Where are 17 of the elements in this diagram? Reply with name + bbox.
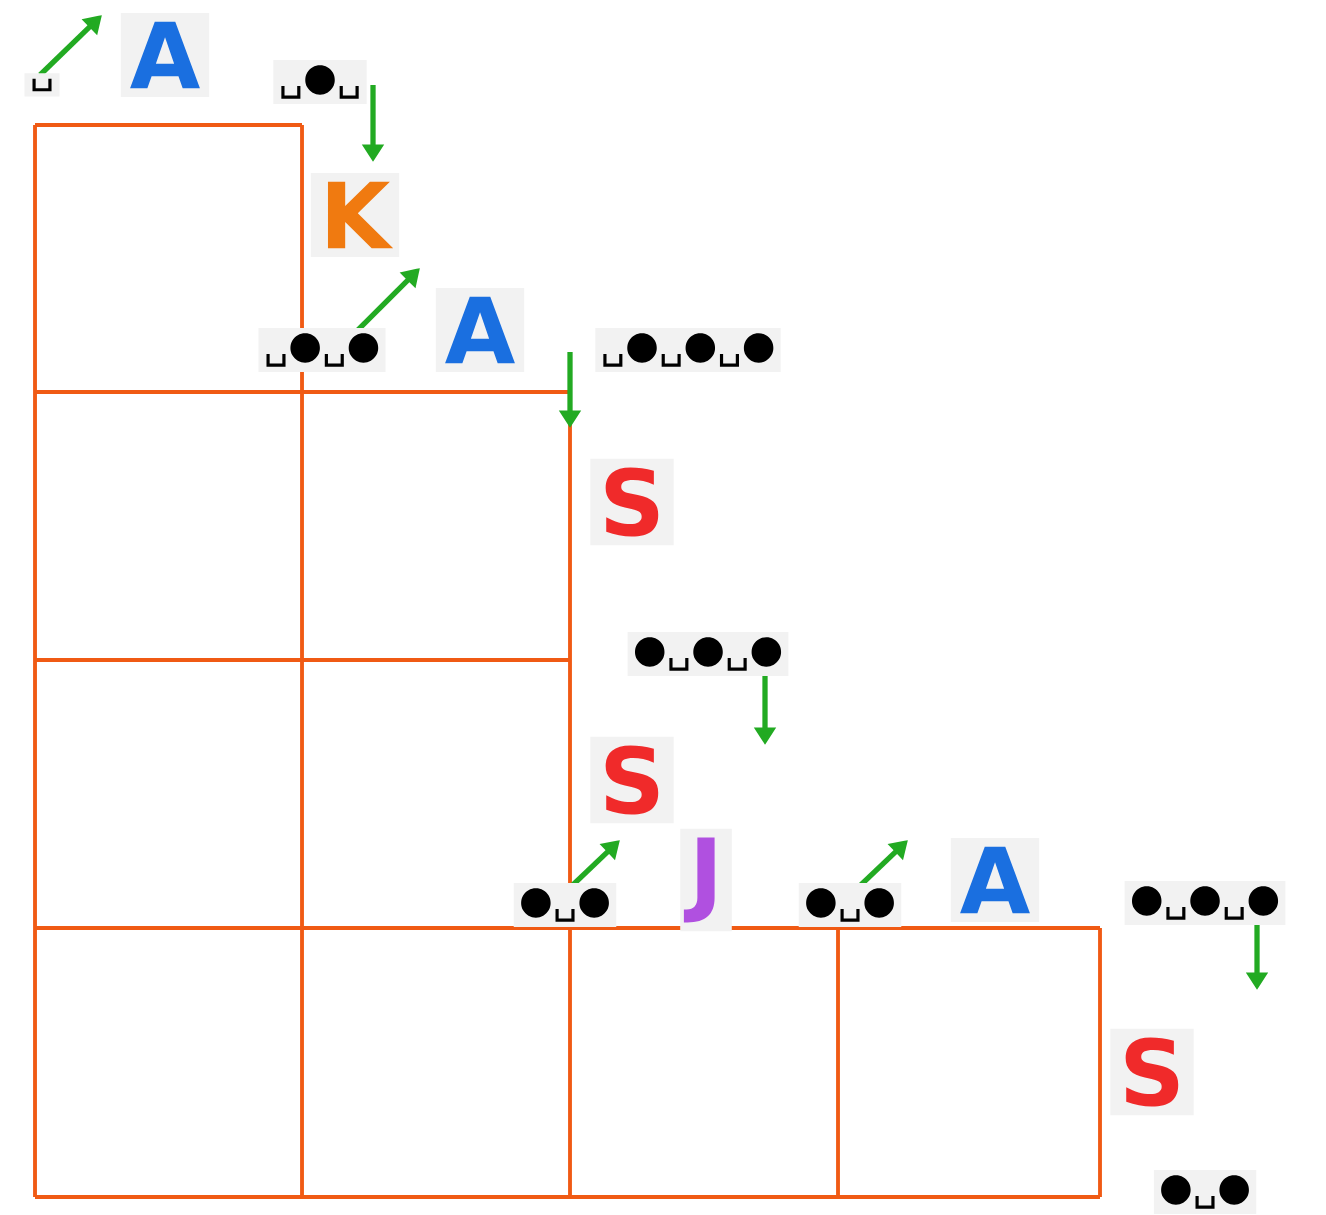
symbol-sequence: ●␣● (1153, 1169, 1257, 1215)
symbol-sequence: ●␣●␣● (1124, 880, 1286, 926)
symbol-sequence: ␣●␣ (273, 59, 367, 105)
letter-tile: J (680, 828, 732, 932)
symbol-sequence: ␣●␣●␣● (595, 327, 781, 373)
letter-tile: A (120, 12, 210, 98)
letter-tile: S (590, 458, 674, 546)
symbol-sequence: ●␣● (798, 882, 902, 928)
symbol-sequence: ●␣●␣● (627, 631, 789, 677)
letter-tile: S (1110, 1028, 1194, 1116)
letter-tile: A (950, 837, 1040, 923)
symbol-sequence: ␣ (24, 73, 60, 97)
symbol-sequence: ●␣● (513, 882, 617, 928)
letter-tile: S (590, 736, 674, 824)
letter-tile: A (435, 287, 525, 373)
symbol-sequence: ␣●␣● (258, 327, 386, 373)
letter-tile: K (310, 172, 400, 258)
